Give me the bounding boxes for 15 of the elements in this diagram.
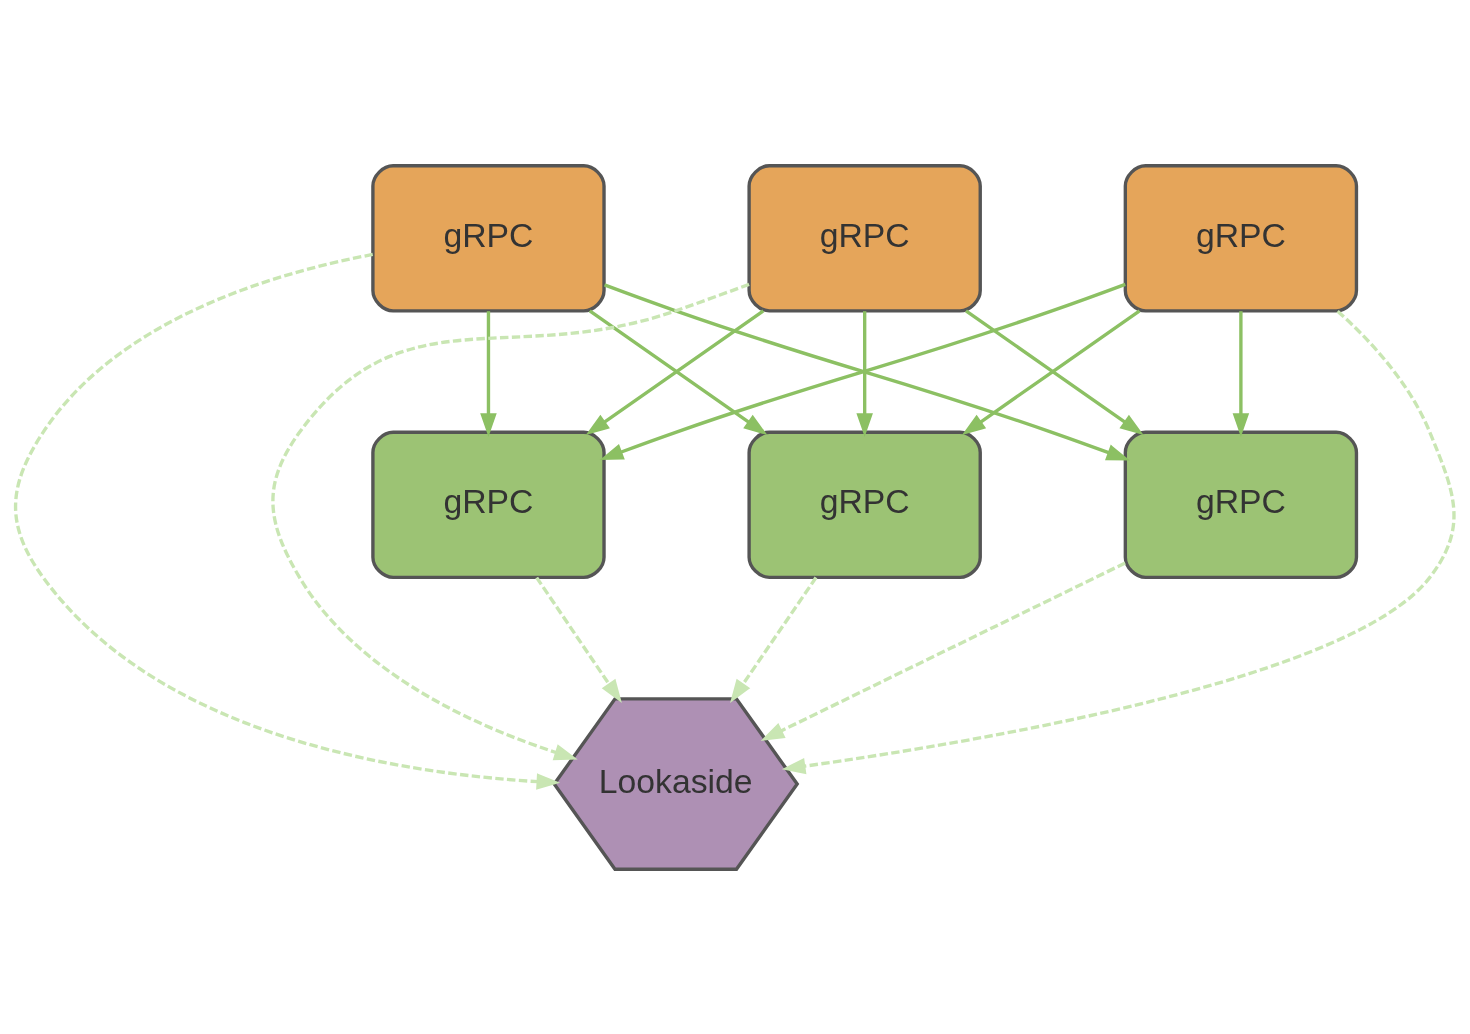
arrow bbox=[760, 561, 1126, 741]
node-box: gRPC bbox=[747, 430, 982, 579]
arrow bbox=[856, 310, 873, 437]
arrow bbox=[14, 252, 561, 790]
arrow bbox=[535, 576, 622, 703]
node-box: gRPC bbox=[371, 163, 606, 313]
arrow bbox=[781, 309, 1456, 774]
node-box: gRPC bbox=[747, 163, 982, 313]
arrow bbox=[271, 282, 750, 760]
arrow bbox=[1232, 310, 1250, 437]
arrow bbox=[730, 576, 818, 703]
node-box: gRPC bbox=[1123, 163, 1359, 313]
node-box: gRPC bbox=[371, 430, 606, 579]
arrow bbox=[480, 310, 497, 437]
node-box: gRPC bbox=[1123, 430, 1359, 579]
